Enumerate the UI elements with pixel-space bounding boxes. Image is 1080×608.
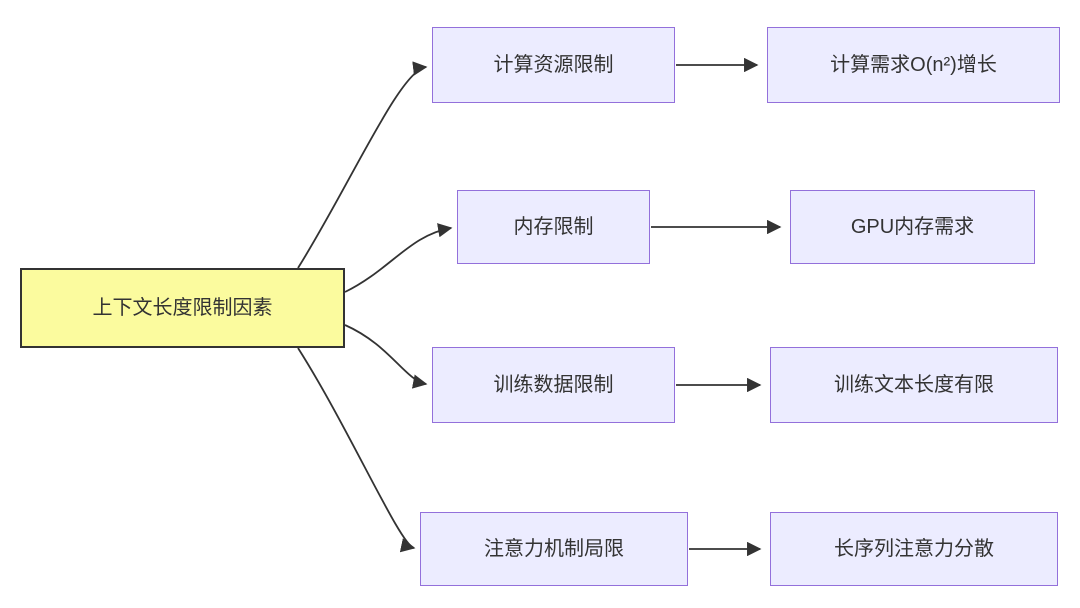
node-leaf-4: 长序列注意力分散 <box>770 512 1058 586</box>
edge-root-to-branch-4 <box>297 347 416 553</box>
edge-root-to-branch-3 <box>344 324 428 389</box>
node-leaf-3: 训练文本长度有限 <box>770 347 1058 423</box>
node-leaf-2: GPU内存需求 <box>790 190 1035 264</box>
node-leaf-1: 计算需求O(n²)增长 <box>767 27 1060 103</box>
node-branch-1-label: 计算资源限制 <box>493 53 614 76</box>
node-branch-4: 注意力机制局限 <box>420 512 688 586</box>
node-root-label: 上下文长度限制因素 <box>92 296 273 319</box>
node-branch-4-label: 注意力机制局限 <box>484 537 624 560</box>
node-leaf-4-label: 长序列注意力分散 <box>834 537 994 560</box>
node-leaf-1-label: 计算需求O(n²)增长 <box>830 53 997 76</box>
node-branch-3-label: 训练数据限制 <box>493 373 614 396</box>
edge-root-to-branch-2 <box>344 223 453 293</box>
edge-root-to-branch-1 <box>297 61 428 269</box>
node-branch-2: 内存限制 <box>457 190 650 264</box>
node-leaf-2-label: GPU内存需求 <box>850 215 975 238</box>
node-branch-3: 训练数据限制 <box>432 347 675 423</box>
node-root: 上下文长度限制因素 <box>20 268 345 348</box>
node-branch-1: 计算资源限制 <box>432 27 675 103</box>
node-branch-2-label: 内存限制 <box>513 215 594 238</box>
node-leaf-3-label: 训练文本长度有限 <box>834 373 994 396</box>
